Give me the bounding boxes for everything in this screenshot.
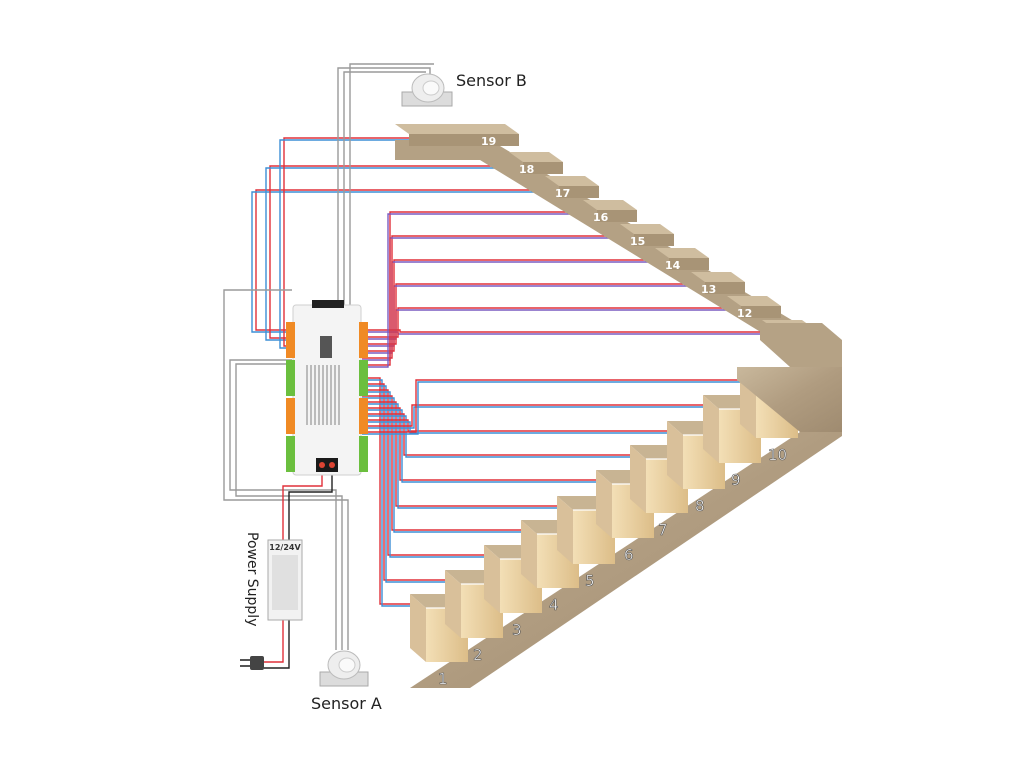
terminal-block xyxy=(359,398,368,434)
step-number: 5 xyxy=(585,572,595,590)
sensor-a-icon xyxy=(319,650,369,687)
lower-staircase: 1 2 3 4 5 6 7 8 9 10 xyxy=(410,370,842,688)
wire-red xyxy=(362,389,484,556)
step-number: 15 xyxy=(630,235,645,248)
step-number: 9 xyxy=(731,471,741,489)
sensor-a-label: Sensor A xyxy=(311,694,382,713)
power-cable-red xyxy=(264,620,284,663)
upper-landing xyxy=(760,323,842,367)
sensor-b-cable xyxy=(343,71,426,305)
terminal-block xyxy=(359,322,368,358)
upper-step: 18 xyxy=(509,152,563,176)
wire-blue xyxy=(362,391,484,558)
upper-step: 12 xyxy=(727,296,781,320)
upper-stringer xyxy=(395,140,842,362)
plug-icon xyxy=(240,656,264,670)
step-number: 1 xyxy=(438,670,448,688)
step-number: 18 xyxy=(519,163,534,176)
upper-step: 16 xyxy=(583,200,637,224)
power-cable-black xyxy=(264,620,290,669)
wire-blue xyxy=(362,415,630,458)
wire-red xyxy=(362,404,703,427)
wire-red xyxy=(255,189,559,331)
wire-blue xyxy=(362,403,557,509)
wire-blue xyxy=(362,379,410,607)
wire-red xyxy=(269,165,523,339)
step-number: 16 xyxy=(593,211,609,224)
wire-blue xyxy=(362,381,740,435)
terminal-block xyxy=(359,436,368,472)
wire-purple xyxy=(362,237,634,361)
wire-red xyxy=(362,259,669,352)
sensor-b-icon xyxy=(401,73,453,107)
wire-red xyxy=(362,307,741,338)
power-cable-black xyxy=(288,472,333,540)
wire-red xyxy=(362,377,410,605)
lower-stringer xyxy=(410,432,842,688)
sensor-a-cable xyxy=(223,289,349,650)
wire-blue xyxy=(362,409,596,483)
terminal-block xyxy=(286,398,295,434)
wire-blue xyxy=(362,397,521,533)
wire-red xyxy=(362,383,445,581)
upper-step: 13 xyxy=(691,272,745,296)
step-number: 13 xyxy=(701,283,716,296)
wire-blue xyxy=(362,406,703,429)
wire-red xyxy=(362,401,557,507)
lower-step: 2 xyxy=(445,570,503,664)
terminal-block xyxy=(286,322,295,358)
step-number: 7 xyxy=(658,521,668,539)
wire-purple xyxy=(362,285,705,347)
upper-step: 19 xyxy=(395,124,519,148)
voltage-label: 12/24V xyxy=(269,543,301,552)
step-number: 2 xyxy=(473,646,483,664)
step-number: 12 xyxy=(737,307,752,320)
step-number: 17 xyxy=(555,187,570,200)
sensor-b-label: Sensor B xyxy=(456,71,527,90)
upper-step: 17 xyxy=(545,176,599,200)
wire-red xyxy=(362,329,776,333)
wires xyxy=(223,63,776,669)
step-number: 4 xyxy=(549,596,559,614)
power-supply: 12/24V xyxy=(267,539,303,621)
sensor-b-cable xyxy=(349,63,434,305)
power-supply-label: Power Supply xyxy=(244,532,260,627)
wire-red xyxy=(362,211,597,366)
wire-red xyxy=(362,283,705,345)
wire-red xyxy=(362,235,634,359)
wire-red xyxy=(362,395,521,531)
wire-purple xyxy=(362,213,597,368)
step-number: 14 xyxy=(665,259,681,272)
terminal-block xyxy=(286,360,295,396)
step-number: 8 xyxy=(695,497,705,515)
controller xyxy=(286,300,368,476)
sensor-b-cable xyxy=(337,67,431,305)
landing xyxy=(737,367,842,432)
terminal-block xyxy=(359,360,368,396)
wire-blue xyxy=(265,167,523,341)
wire-red xyxy=(362,407,596,481)
step-number: 6 xyxy=(624,546,634,564)
upper-step: 14 xyxy=(655,248,709,272)
wire-red xyxy=(362,379,740,433)
lower-step: 3 xyxy=(484,545,542,639)
step-number: 19 xyxy=(481,135,496,148)
sensor-a-cable xyxy=(235,363,343,650)
power-cable-red xyxy=(282,472,323,540)
sensor-a-cable xyxy=(229,359,337,650)
upper-staircase: 111213141516171819 xyxy=(395,124,842,362)
step-number: 3 xyxy=(512,621,522,639)
wire-blue xyxy=(362,385,445,583)
terminal-block xyxy=(286,436,295,472)
upper-step: 15 xyxy=(620,224,674,248)
step-number: 10 xyxy=(768,446,787,464)
wire-blue xyxy=(251,191,559,333)
